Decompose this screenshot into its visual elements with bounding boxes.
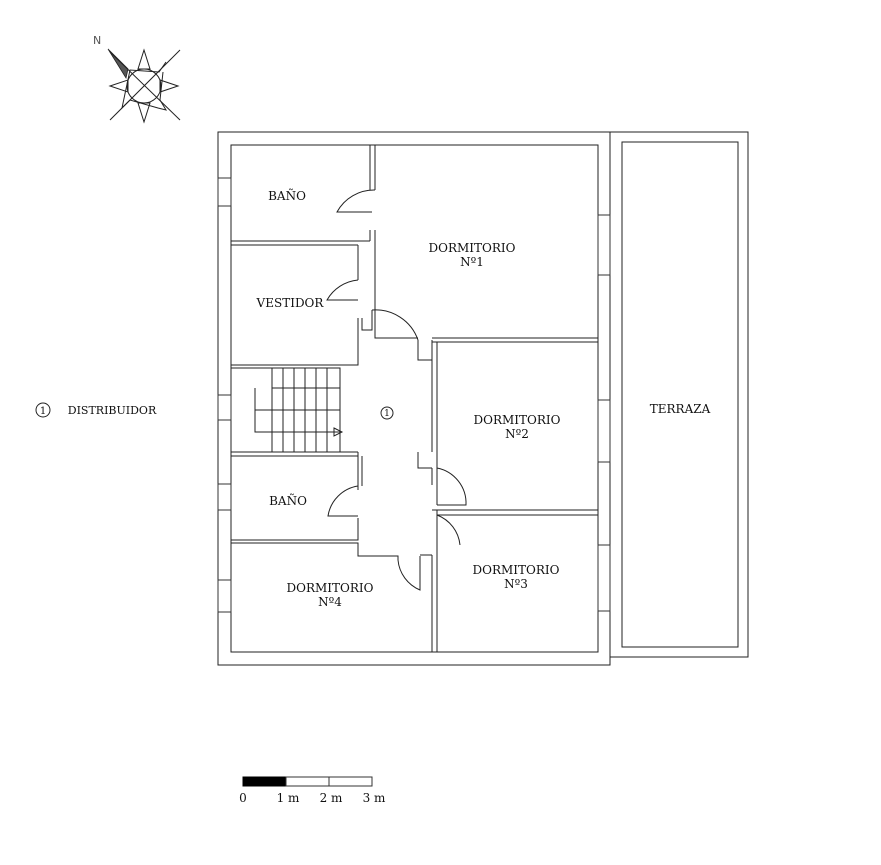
room-label-dormitorio-3-number: Nº3 — [504, 577, 528, 591]
room-label-dormitorio-1: DORMITORIO — [429, 241, 516, 255]
north-label: N — [93, 34, 101, 47]
scale-tick-3: 3 m — [363, 791, 386, 805]
room-label-vestidor: VESTIDOR — [256, 296, 325, 310]
scale-tick-2: 2 m — [320, 791, 343, 805]
room-label-bano-bottom: BAÑO — [269, 493, 307, 508]
scale-tick-1: 1 m — [277, 791, 300, 805]
room-label-dormitorio-1-number: Nº1 — [460, 255, 484, 269]
room-marker-distribuidor: 1 — [384, 409, 390, 419]
room-label-dormitorio-2-number: Nº2 — [505, 427, 529, 441]
scale-bar: 0 1 m 2 m 3 m — [239, 776, 386, 805]
room-label-dormitorio-2: DORMITORIO — [474, 413, 561, 427]
room-label-bano-top: BAÑO — [268, 188, 306, 203]
walls — [217, 131, 749, 666]
scale-tick-0: 0 — [239, 791, 247, 805]
staircase — [254, 368, 344, 452]
room-label-dormitorio-3: DORMITORIO — [473, 563, 560, 577]
room-label-dormitorio-4: DORMITORIO — [287, 581, 374, 595]
windows — [217, 177, 611, 613]
legend-label: DISTRIBUIDOR — [68, 404, 157, 417]
legend-number: 1 — [40, 406, 46, 417]
room-label-terraza: TERRAZA — [650, 402, 711, 416]
legend: 1 DISTRIBUIDOR — [35, 402, 157, 418]
compass-rose-icon: N — [93, 34, 181, 124]
room-label-dormitorio-4-number: Nº4 — [318, 595, 342, 609]
